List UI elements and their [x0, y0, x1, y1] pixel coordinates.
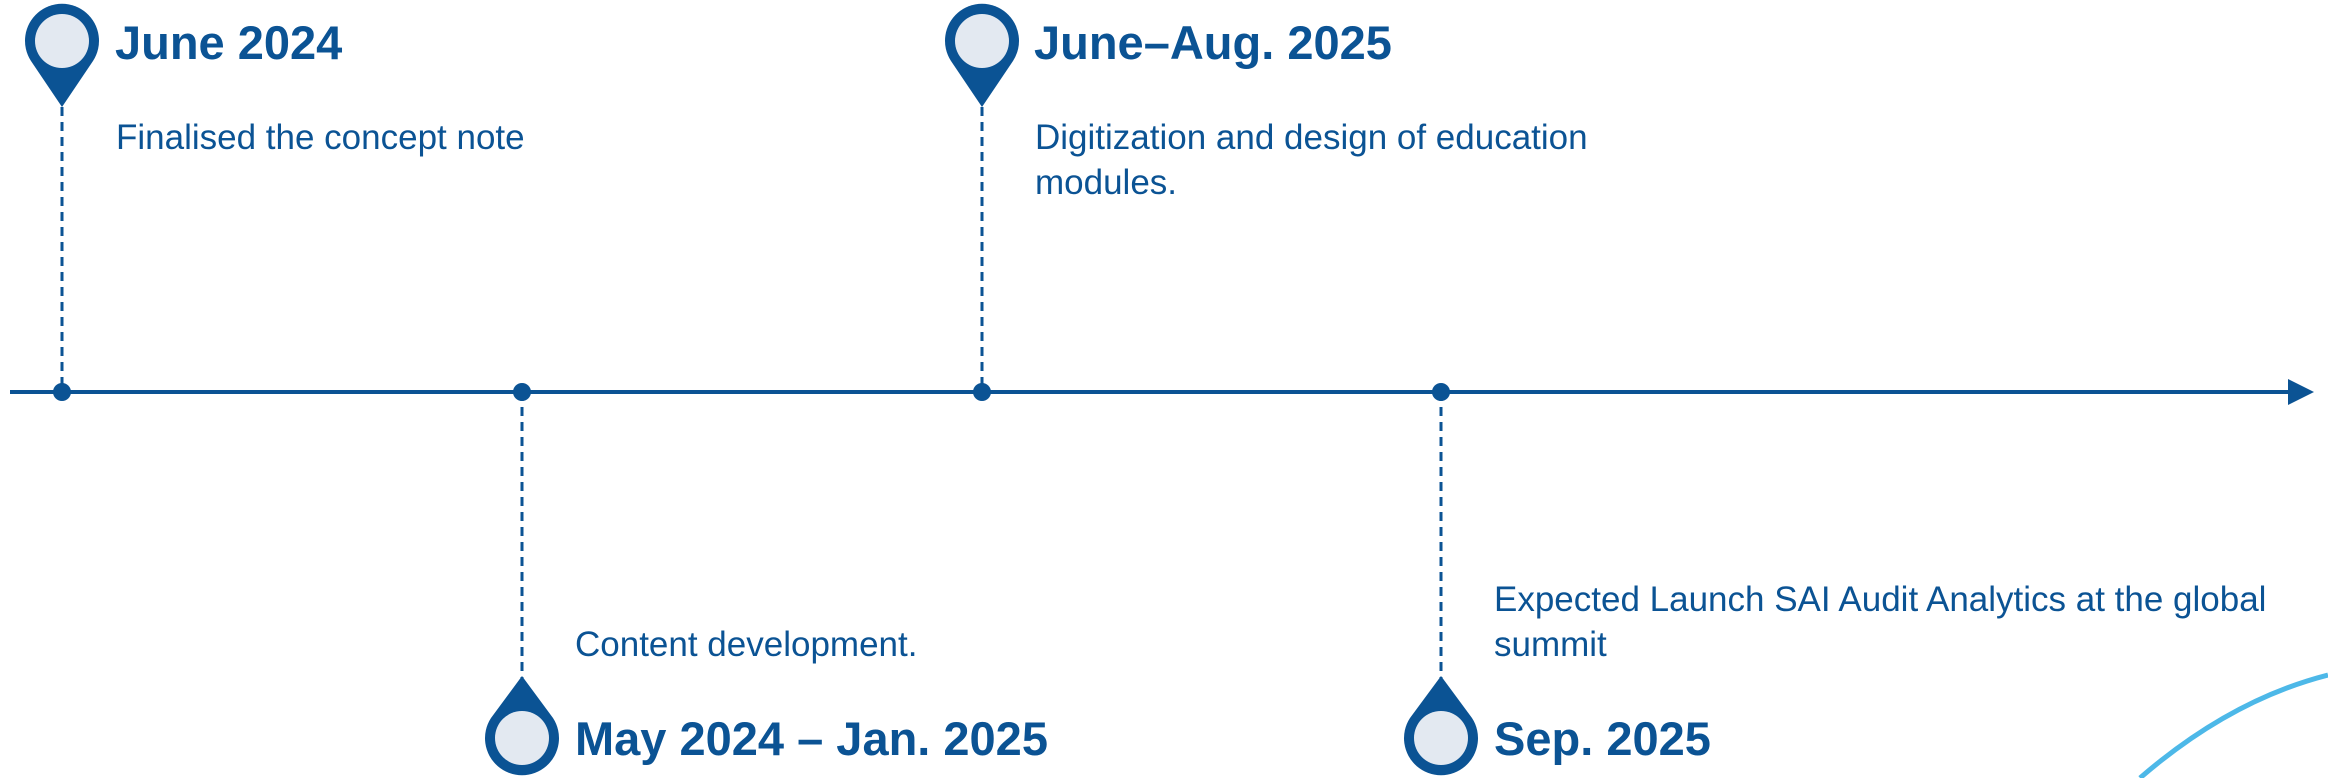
- pin-icon-m1: [25, 3, 99, 108]
- axis-dot-m2: [513, 383, 531, 401]
- milestone-description-m1: Finalised the concept note: [116, 118, 525, 157]
- axis-dot-m4: [1432, 383, 1450, 401]
- timeline-arrowhead: [2288, 379, 2314, 405]
- milestone-title-m2: May 2024 – Jan. 2025: [575, 712, 1048, 765]
- axis-dot-m1: [53, 383, 71, 401]
- milestone-description-m4: Expected Launch SAI Audit Analytics at t…: [1494, 580, 2267, 664]
- milestone-description-m2: Content development.: [575, 625, 918, 664]
- pin-icon-m2: [485, 676, 559, 776]
- milestone-description-m3: Digitization and design of education mod…: [1035, 118, 1588, 202]
- axis-dot-m3: [973, 383, 991, 401]
- milestone-title-m1: June 2024: [115, 16, 343, 69]
- pin-icon-m4: [1403, 676, 1478, 776]
- pin-icon-m3: [945, 3, 1020, 107]
- milestone-title-m4: Sep. 2025: [1494, 712, 1711, 765]
- milestone-title-m3: June–Aug. 2025: [1034, 16, 1392, 69]
- decorative-arc: [2138, 672, 2328, 778]
